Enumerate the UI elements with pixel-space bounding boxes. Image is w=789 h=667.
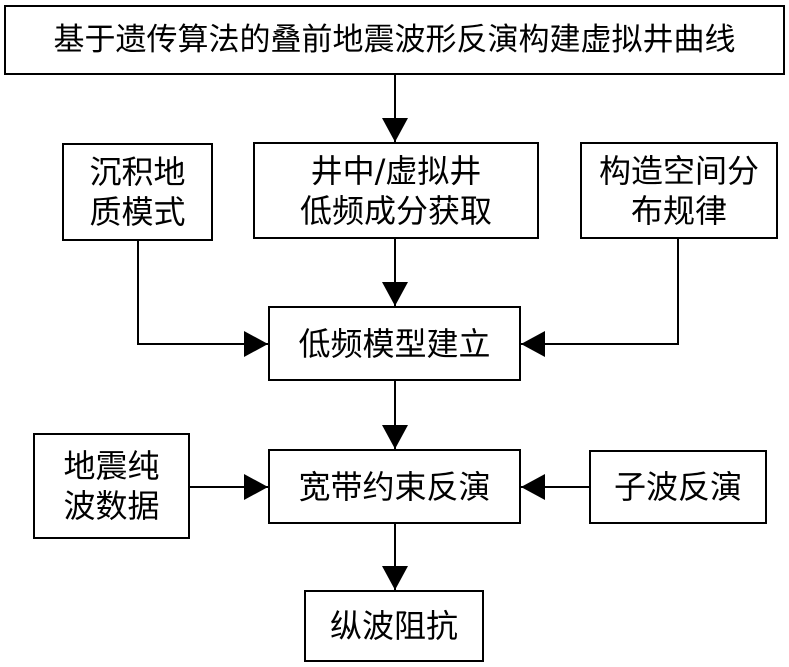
arrowhead [244,331,268,357]
arrowhead [521,331,545,357]
sedimentary-model-line-1: 沉积地 [89,153,186,191]
broadband-inversion-box: 宽带约束反演 [268,449,521,524]
arrowhead [382,566,408,590]
arrowhead [521,474,545,500]
sedimentary-model-line-2: 质模式 [89,193,186,231]
title-box: 基于遗传算法的叠前地震波形反演构建虚拟井曲线 [4,5,785,75]
seismic-data-box: 地震纯 波数据 [33,433,190,539]
structural-distribution-box: 构造空间分 布规律 [580,142,778,239]
p-impedance-box: 纵波阻抗 [304,590,484,662]
arrow-sedimentary-to-model [137,241,268,345]
sedimentary-model-box: 沉积地 质模式 [62,143,213,241]
structural-distribution-line-1: 构造空间分 [598,151,759,190]
arrowhead [382,282,408,306]
arrowhead [382,425,408,449]
arrowhead [244,474,268,500]
low-frequency-acquisition-box: 井中/虚拟井 低频成分获取 [253,142,539,239]
structural-distribution-line-2: 布规律 [630,191,727,230]
low-frequency-acquisition-line-2: 低频成分获取 [299,191,492,230]
seismic-data-line-1: 地震纯 [63,447,160,485]
broadband-inversion-text: 宽带约束反演 [298,467,491,506]
low-frequency-model-text: 低频模型建立 [298,324,491,363]
title-text: 基于遗传算法的叠前地震波形反演构建虚拟井曲线 [53,22,736,58]
wavelet-inversion-box: 子波反演 [589,450,767,524]
low-frequency-model-box: 低频模型建立 [268,306,521,381]
p-impedance-text: 纵波阻抗 [329,607,458,645]
arrowhead [382,118,408,142]
arrow-structure-to-model [521,239,679,345]
wavelet-inversion-text: 子波反演 [613,468,742,506]
seismic-data-line-2: 波数据 [63,487,160,525]
low-frequency-acquisition-line-1: 井中/虚拟井 [310,151,482,190]
